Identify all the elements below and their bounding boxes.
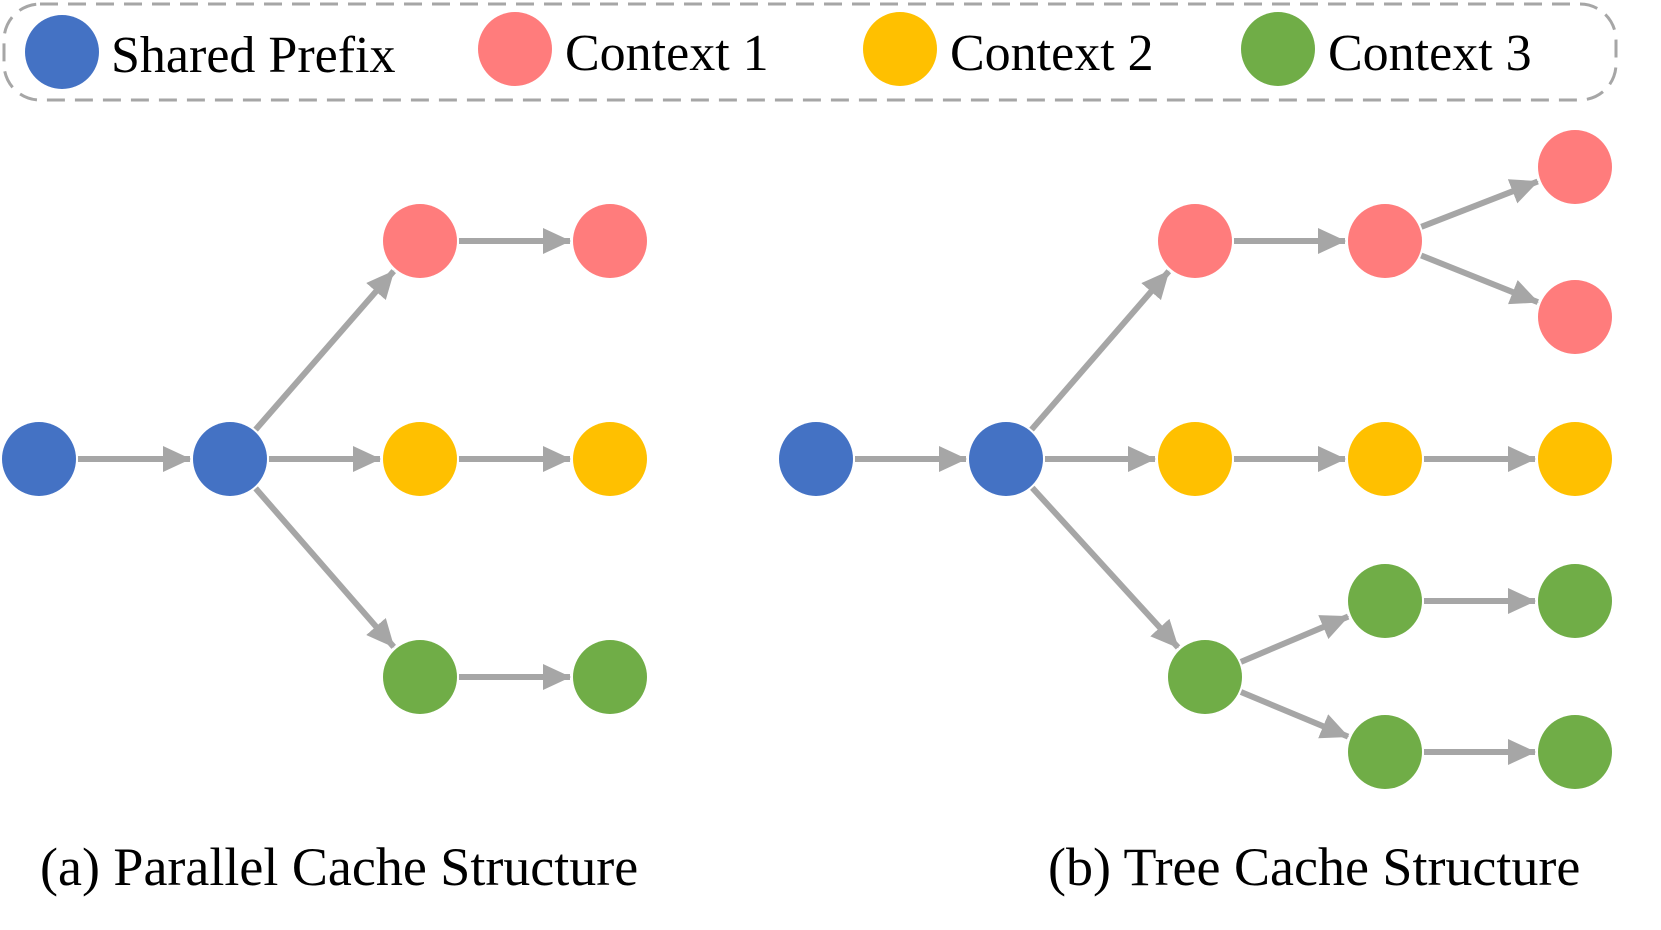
legend-label-context-2: Context 2 [950,25,1154,82]
parallel-cache-nodes [2,204,647,714]
tree-cache-edge-arrow [1239,613,1350,665]
tree-cache-node-context-2 [1348,422,1422,496]
tree-cache-node-context-3 [1168,640,1242,714]
caption-tree-cache: (b) Tree Cache Structure [1048,837,1580,897]
parallel-cache-diagram [2,204,647,714]
tree-cache-node-context-2 [1158,422,1232,496]
parallel-cache-edge-arrow [253,486,396,649]
legend-border [2,2,1618,102]
tree-cache-edge-arrow [1420,178,1539,230]
legend: Shared Prefix Context 1 Context 2 Contex… [2,2,1618,102]
legend-item-shared-prefix: Shared Prefix [25,15,395,89]
legend-swatch-context-1 [478,12,552,86]
parallel-cache-node-context-1 [573,204,647,278]
parallel-cache-node-shared-prefix [2,422,76,496]
tree-cache-nodes [779,130,1612,789]
legend-swatch-context-3 [1241,12,1315,86]
legend-label-context-1: Context 1 [565,25,769,82]
tree-cache-node-context-3 [1538,564,1612,638]
parallel-cache-node-context-2 [573,422,647,496]
parallel-cache-node-context-2 [383,422,457,496]
tree-cache-node-context-1 [1348,204,1422,278]
tree-cache-node-context-3 [1538,715,1612,789]
tree-cache-edges [855,178,1539,765]
tree-cache-node-shared-prefix [779,422,853,496]
tree-cache-edge-arrow [1420,252,1539,305]
parallel-cache-node-shared-prefix [193,422,267,496]
legend-label-shared-prefix: Shared Prefix [111,27,395,84]
tree-cache-node-shared-prefix [969,422,1043,496]
tree-cache-edge-arrow [1030,485,1181,650]
tree-cache-diagram [779,130,1612,789]
caption-parallel-cache: (a) Parallel Cache Structure [40,837,638,897]
legend-item-context-2: Context 2 [863,12,1154,86]
legend-item-context-3: Context 3 [1241,12,1532,86]
parallel-cache-edges [78,228,571,690]
legend-swatch-shared-prefix [25,15,99,89]
parallel-cache-node-context-3 [383,640,457,714]
parallel-cache-edge-arrow [253,269,396,432]
tree-cache-edge-arrow [1029,269,1172,432]
legend-item-context-1: Context 1 [478,12,769,86]
legend-label-context-3: Context 3 [1328,25,1532,82]
parallel-cache-node-context-3 [573,640,647,714]
tree-cache-edge-arrow [1239,689,1350,740]
tree-cache-node-context-1 [1538,130,1612,204]
tree-cache-node-context-3 [1348,564,1422,638]
tree-cache-node-context-1 [1538,280,1612,354]
tree-cache-node-context-3 [1348,715,1422,789]
tree-cache-node-context-1 [1158,204,1232,278]
legend-swatch-context-2 [863,12,937,86]
tree-cache-node-context-2 [1538,422,1612,496]
parallel-cache-node-context-1 [383,204,457,278]
